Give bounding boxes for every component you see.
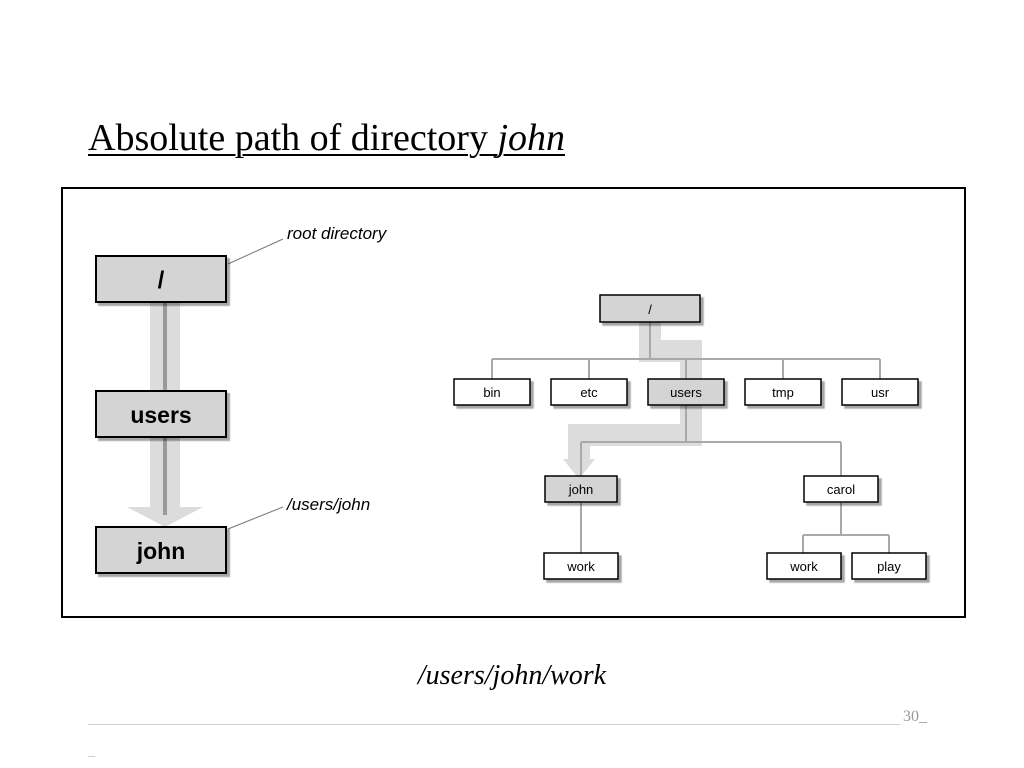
left-john-node <box>95 526 227 574</box>
tree-usr-label: usr <box>871 385 890 400</box>
page-number-value: 30 <box>903 708 919 725</box>
tree-root-label: / <box>648 302 652 317</box>
diagram-canvas: root directory /users/john / users john <box>95 224 927 580</box>
left-john-label: john <box>136 538 186 564</box>
tree-node-carol-play <box>851 552 927 580</box>
tree-node-tmp <box>744 378 822 406</box>
left-root-node <box>95 255 227 303</box>
tree-bin-label: bin <box>483 385 500 400</box>
page-number: 30_ <box>903 708 927 726</box>
footer-rule <box>88 724 900 725</box>
right-tree-diagram: / bin etc users tmp usr <box>453 294 927 580</box>
root-annotation-leader <box>227 238 284 265</box>
tree-node-users <box>647 378 725 406</box>
tree-carol-work-label: work <box>789 559 818 574</box>
tree-node-john <box>544 475 618 503</box>
tree-node-carol-work <box>766 552 842 580</box>
tree-john-work-label: work <box>566 559 595 574</box>
tree-node-carol <box>803 475 879 503</box>
title-emphasis: john <box>497 117 566 159</box>
tree-node-john-work <box>543 552 619 580</box>
tree-node-bin <box>453 378 531 406</box>
left-path-diagram: root directory /users/john / users john <box>95 224 388 574</box>
john-annotation-leader <box>227 506 284 530</box>
left-root-label: / <box>158 267 165 294</box>
highlight-path-arrowhead <box>563 459 595 479</box>
path-arrow-head <box>127 507 203 527</box>
john-annotation: /users/john <box>286 495 370 514</box>
title-text: Absolute path of directory <box>88 117 498 159</box>
root-annotation: root directory <box>287 224 388 243</box>
tree-node-usr <box>841 378 919 406</box>
tree-carol-play-label: play <box>877 559 901 574</box>
page-number-mark: _ <box>919 708 927 725</box>
directory-diagram: root directory /users/john / users john <box>61 187 966 618</box>
tree-carol-label: carol <box>827 482 855 497</box>
tree-node-etc <box>550 378 628 406</box>
left-users-node <box>95 390 227 438</box>
left-users-label: users <box>130 402 191 428</box>
path-caption: /users/john/work <box>417 660 607 691</box>
tree-node-root <box>599 294 701 323</box>
slide-title: Absolute path of directory john <box>88 116 565 160</box>
tree-john-label: john <box>568 482 594 497</box>
footer-mark: _ <box>88 744 95 759</box>
tree-users-label: users <box>670 385 702 400</box>
tree-tmp-label: tmp <box>772 385 794 400</box>
tree-etc-label: etc <box>580 385 598 400</box>
tree-connectors <box>491 322 890 553</box>
